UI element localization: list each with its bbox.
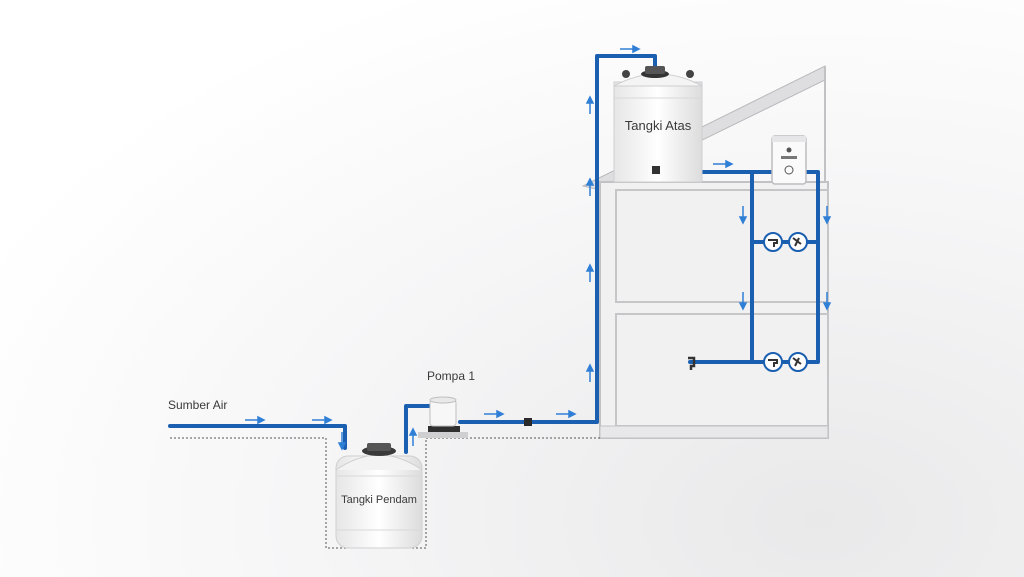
flow-arrows [245,44,832,451]
house-floor-slab [599,425,829,439]
faucet-hot-lower-icon [788,352,808,372]
arrow-up-1 [408,427,418,446]
arrow-up-4 [585,177,595,196]
arrow-up-2 [585,363,595,382]
upper-tank [613,66,703,183]
arrow-right-5 [620,44,641,54]
pump [418,396,468,438]
arrow-down-3 [738,292,748,311]
arrow-up-5 [585,95,595,114]
pump-label: Pompa 1 [427,369,475,383]
arrow-right-1 [245,415,266,425]
source-label: Sumber Air [168,398,227,412]
arrow-down-5 [822,292,832,311]
house-wall [599,181,829,439]
upper-floor-room [615,189,829,303]
arrow-down-1 [337,432,347,451]
arrow-up-3 [585,263,595,282]
arrow-down-2 [738,206,748,225]
arrow-down-4 [822,206,832,225]
arrow-right-2 [312,415,333,425]
pipe-source-inlet [168,424,347,450]
valve-icon [524,418,532,426]
pipe-tank-to-pump [404,404,434,454]
faucet-cold-lower-icon [763,352,783,372]
faucet-cold-upper-icon [763,232,783,252]
pipe-network [168,54,820,454]
arrow-right-3 [484,409,505,419]
faucet-hot-upper-icon [788,232,808,252]
pipe-pump-to-upper-tank [458,54,657,424]
underground-tank [335,443,423,549]
water-heater [771,135,807,185]
arrow-right-4 [556,409,577,419]
upper-tank-label: Tangki Atas [625,118,692,133]
arrow-right-6 [713,159,734,169]
wall-tap-icon [688,356,696,370]
underground-tank-label: Tangki Pendam [341,494,417,506]
pipe-upper-tank-outlet [650,170,820,244]
pipe-lower-branch [688,240,820,364]
